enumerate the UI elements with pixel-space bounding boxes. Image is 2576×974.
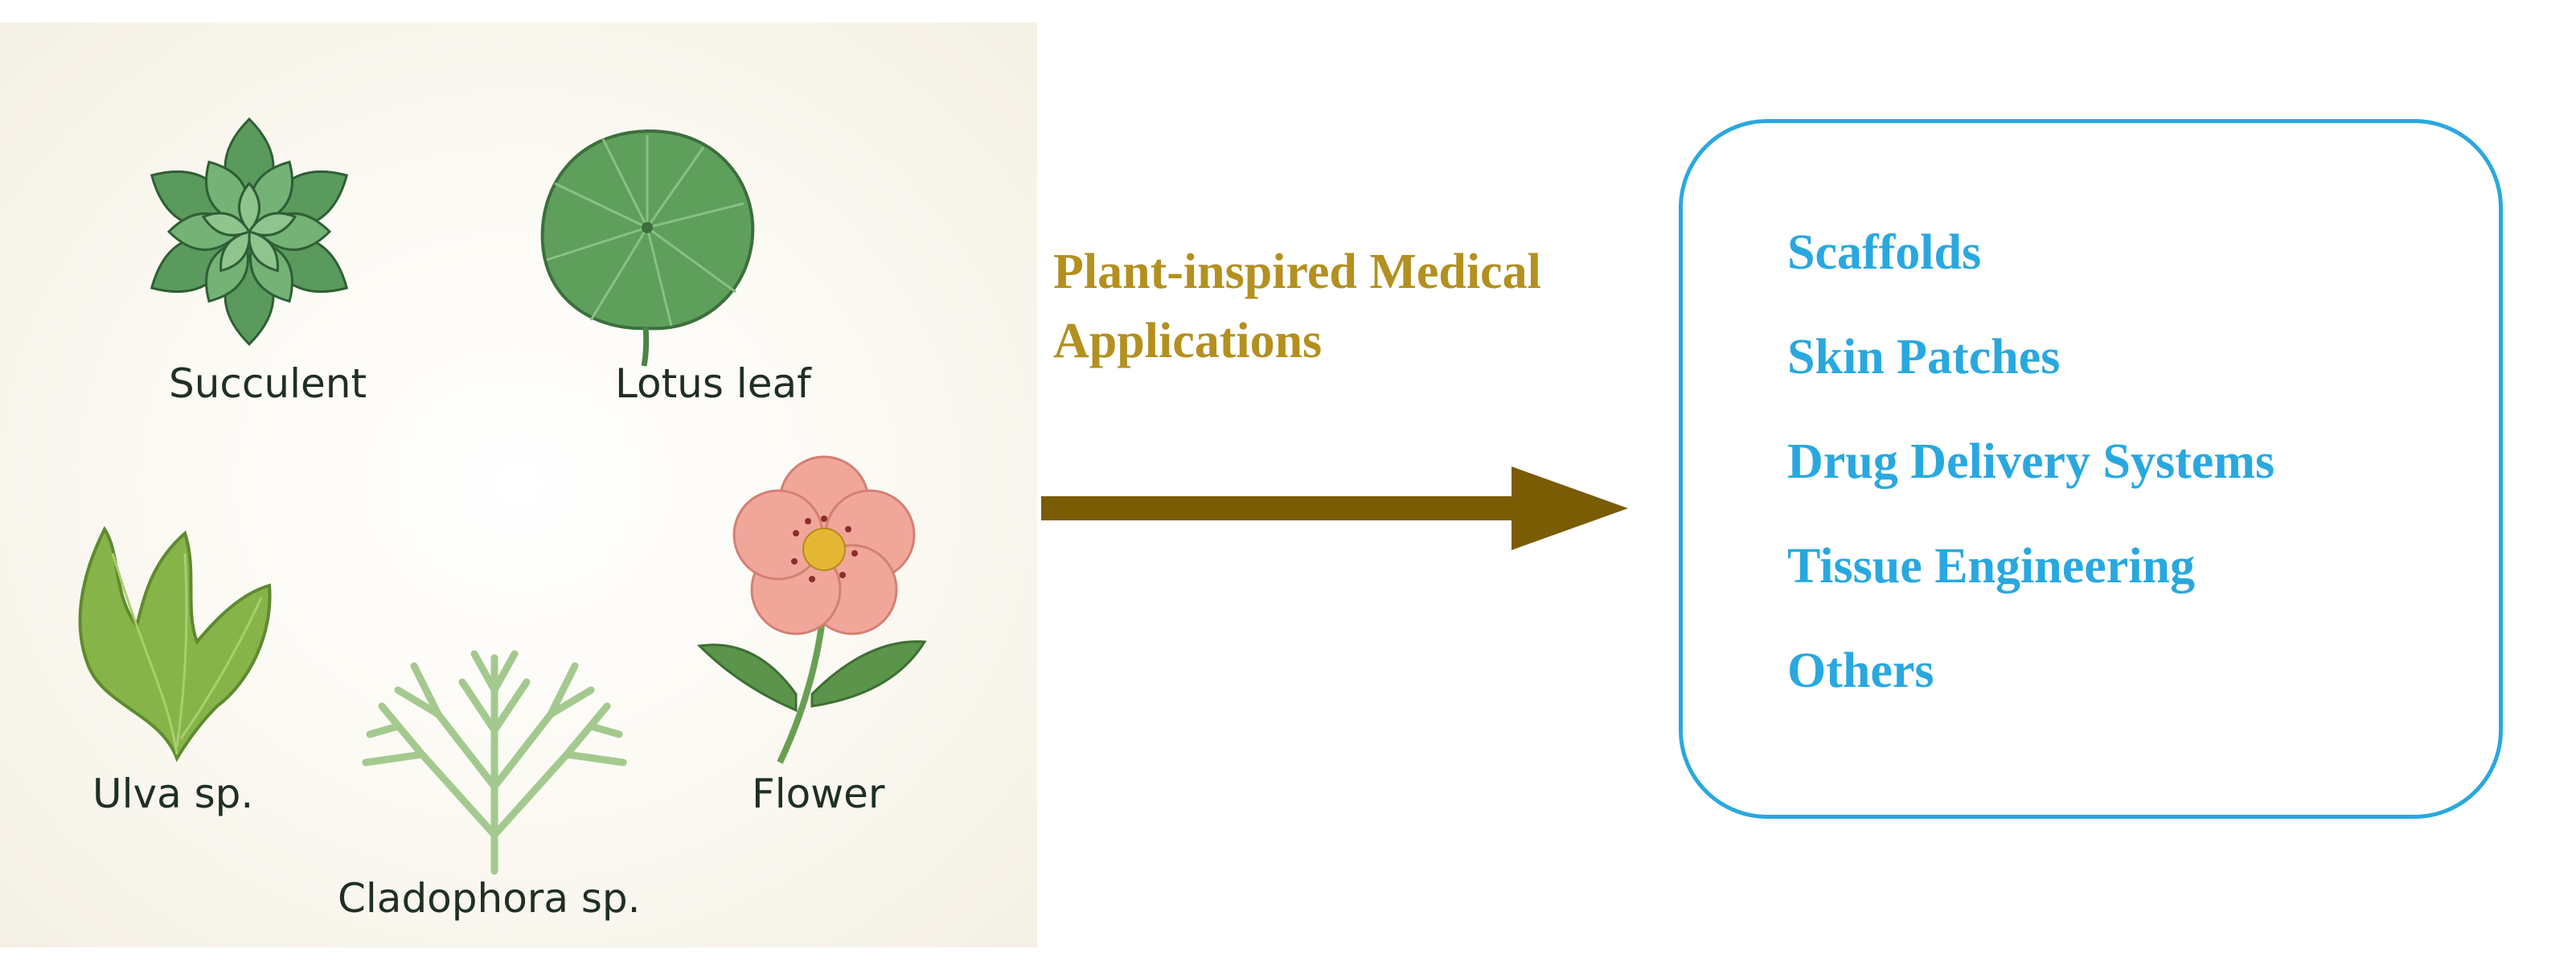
flower-label: Flower [752,771,885,817]
lotus-leaf-icon [540,129,755,367]
application-item-tissue-engineering: Tissue Engineering [1787,539,2196,594]
ulva-label: Ulva sp. [92,771,254,817]
arrow-title-line2: Applications [1053,314,1323,368]
plant-illustration-panel: Succulent Lotus leaf Ulva sp. [0,23,1037,947]
arrow-title: Plant-inspired Medical Applications [1053,237,1664,376]
right-arrow-icon [1041,466,1628,550]
applications-box: Scaffolds Skin Patches Drug Delivery Sys… [1679,119,2503,819]
cladophora-icon [362,650,627,875]
flower-icon [696,455,927,764]
application-item-scaffolds: Scaffolds [1787,225,1982,280]
application-item-drug-delivery: Drug Delivery Systems [1787,434,2275,489]
arrow-head [1512,466,1628,550]
succulent-label: Succulent [169,360,367,407]
succulent-icon [150,117,349,347]
arrow-title-line1: Plant-inspired Medical [1053,245,1541,299]
applications-list: Scaffolds Skin Patches Drug Delivery Sys… [1787,228,2275,750]
lotus-leaf-label: Lotus leaf [615,360,811,407]
cladophora-label: Cladophora sp. [338,875,641,922]
arrow-shaft [1041,496,1516,520]
application-item-skin-patches: Skin Patches [1787,330,2061,384]
application-item-others: Others [1787,643,1934,698]
ulva-icon [78,526,272,762]
